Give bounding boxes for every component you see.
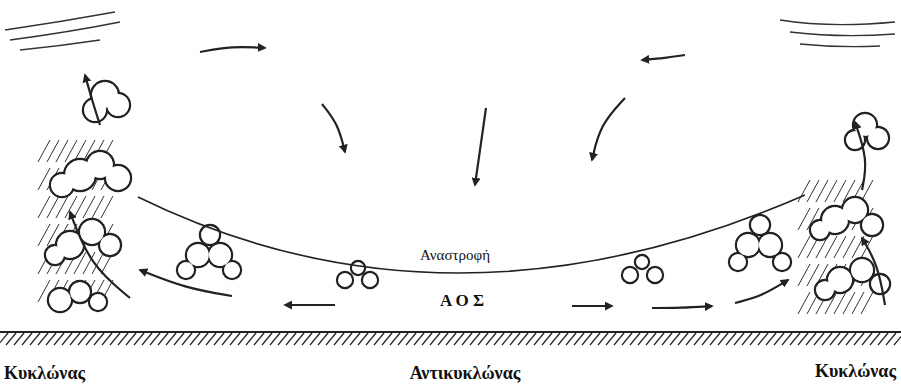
inversion-label: Αναστροφή — [420, 248, 490, 263]
flow-arrow — [652, 306, 712, 308]
flow-arrow — [200, 47, 265, 52]
cumulus-cloud — [622, 255, 663, 283]
cyclone-label: Κυκλώνας — [4, 364, 85, 382]
ground — [0, 332, 901, 345]
cumulus-cloud — [177, 225, 241, 279]
circulation-arrows — [70, 47, 885, 308]
flow-arrow — [642, 55, 685, 60]
flow-arrow — [735, 280, 788, 303]
cumulus-cloud — [810, 197, 883, 240]
flow-arrow — [592, 98, 625, 160]
flow-arrow — [70, 212, 130, 298]
cumulus-cloud — [48, 281, 107, 312]
rain-hatching — [38, 140, 873, 314]
inversion-curve — [138, 195, 805, 273]
flow-arrow — [285, 304, 335, 306]
cumulus-cloud — [729, 215, 791, 271]
boundary-layer-label: Α Ο Σ — [440, 292, 484, 309]
flow-arrow — [862, 238, 885, 305]
anticyclone-label: Αντικυκλώνας — [410, 364, 521, 382]
cumulus-cloud — [83, 81, 130, 122]
cirrus-streaks — [5, 12, 895, 50]
flow-arrow — [475, 108, 486, 185]
flow-arrow — [322, 104, 345, 152]
flow-arrow — [855, 122, 865, 190]
flow-arrow — [140, 270, 232, 296]
flow-arrow — [85, 75, 100, 125]
cumulus-cloud — [845, 113, 889, 150]
cyclone-label: Κυκλώνας — [815, 362, 896, 380]
flow-arrow — [572, 305, 612, 307]
cumulus-cloud — [50, 151, 131, 197]
